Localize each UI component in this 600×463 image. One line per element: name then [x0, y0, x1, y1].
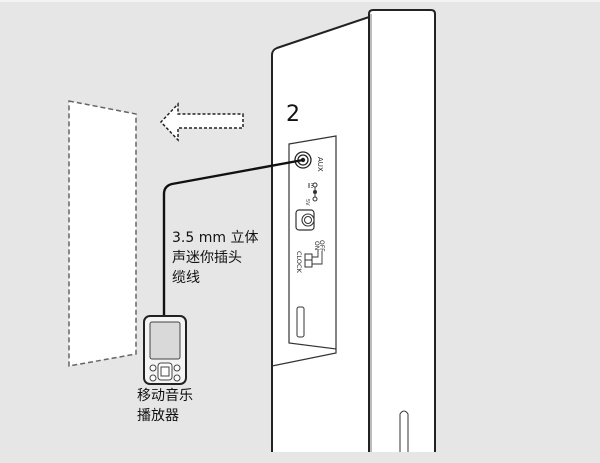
aux-label: AUX — [316, 157, 324, 172]
panel-slot — [296, 306, 305, 338]
player-label-line: 播放器 — [137, 408, 179, 424]
on-label: ON — [313, 241, 320, 250]
panel-lip — [271, 349, 337, 367]
front-slot — [399, 410, 409, 463]
player-label: 移动音乐 播放器 — [137, 386, 237, 426]
cable-label-line: 声迷你插头 — [172, 250, 242, 266]
step-number: 2 — [286, 102, 300, 127]
player-label-line: 移动音乐 — [137, 388, 193, 404]
cable-label-line: 缆线 — [172, 270, 200, 286]
connector-panel — [288, 135, 337, 350]
cable-label: 3.5 mm 立体 声迷你插头 缆线 — [172, 228, 282, 288]
clock-label: CLOCK — [295, 251, 303, 274]
music-player-icon — [143, 315, 187, 385]
bottom-strip — [0, 452, 600, 463]
direction-arrow-left-icon — [159, 102, 244, 142]
clock-switch-icon — [304, 250, 323, 268]
off-label: OFF — [318, 240, 325, 252]
dc-jack-icon — [295, 209, 315, 231]
dc-power-icon — [308, 182, 318, 202]
removed-cover-outline — [68, 100, 137, 367]
top-strip — [0, 0, 600, 2]
audio-cable — [162, 158, 304, 318]
speaker-front-face — [368, 9, 436, 463]
cable-label-line: 3.5 mm 立体 — [172, 230, 259, 246]
dc-in-label: 5V — [304, 199, 310, 206]
